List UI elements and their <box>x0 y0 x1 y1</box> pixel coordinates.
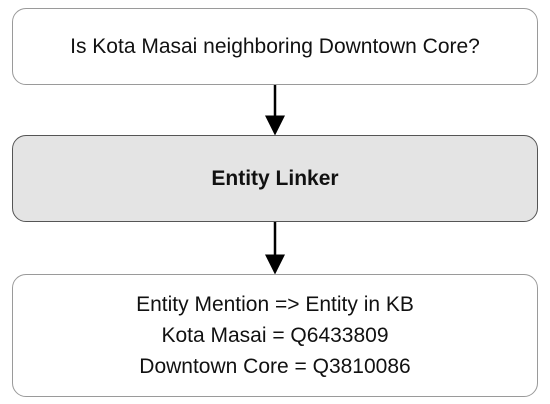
entity-linker-label: Entity Linker <box>211 166 339 190</box>
entity-linker-box: Entity Linker <box>12 135 538 222</box>
question-box: Is Kota Masai neighboring Downtown Core? <box>12 8 538 85</box>
output-line-header: Entity Mention => Entity in KB <box>136 293 414 316</box>
output-box: Entity Mention => Entity in KB Kota Masa… <box>12 274 538 397</box>
output-line-downtown-core: Downtown Core = Q3810086 <box>139 355 411 378</box>
output-line-kota-masai: Kota Masai = Q6433809 <box>161 324 389 347</box>
question-text: Is Kota Masai neighboring Downtown Core? <box>70 34 480 58</box>
